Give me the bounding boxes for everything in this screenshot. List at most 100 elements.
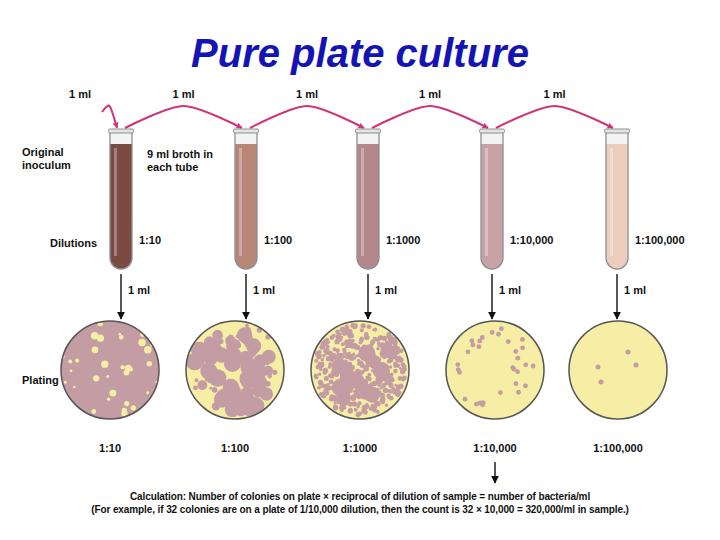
tube-shape [107, 128, 135, 274]
colony [470, 343, 475, 348]
tube-glass [235, 132, 257, 269]
colony [384, 351, 388, 355]
colony [371, 354, 376, 359]
plate-rim [186, 321, 284, 419]
tube-outline [357, 132, 379, 269]
volume-label: 1 ml [499, 284, 521, 297]
colony [513, 349, 518, 354]
colony [348, 408, 353, 413]
tube-rim [234, 129, 259, 133]
volume-label: 1 ml [282, 88, 332, 101]
colony [367, 384, 371, 388]
colony [332, 334, 336, 338]
title: Pure plate culture [0, 30, 720, 76]
colonies [455, 326, 535, 407]
colony [344, 325, 348, 329]
transfer-arrow [491, 274, 492, 319]
colony [523, 362, 528, 367]
colony [349, 357, 352, 360]
transfer-arrow [102, 106, 117, 128]
colony [402, 367, 407, 372]
colony [356, 373, 360, 377]
colony [318, 350, 322, 354]
colony [357, 362, 360, 365]
colony [390, 352, 394, 356]
dilution-label: 1:1000 [386, 234, 414, 247]
colony [193, 385, 198, 390]
colony [349, 333, 354, 338]
colony [596, 365, 601, 370]
plate-agar [186, 321, 284, 419]
colony [373, 362, 378, 367]
colony [372, 403, 377, 408]
colony [194, 362, 197, 365]
petri-plate: 1:10,000 [445, 320, 545, 462]
colony [340, 404, 346, 410]
colony [91, 332, 98, 339]
transfer-arrow [372, 106, 488, 128]
colony [320, 362, 324, 366]
plate-agar [569, 321, 667, 419]
colony [120, 365, 124, 369]
colony [314, 375, 318, 379]
colony [348, 351, 351, 354]
colony [320, 362, 324, 366]
colony [337, 400, 341, 404]
colony [510, 365, 515, 370]
colony [337, 336, 343, 342]
plate-agar [311, 321, 409, 419]
colony [272, 370, 277, 375]
transfer-arrow [616, 274, 617, 319]
colony [352, 376, 355, 379]
colony [64, 381, 67, 384]
colony [205, 375, 212, 382]
colony [92, 346, 99, 353]
colony [203, 365, 211, 373]
colony [93, 375, 99, 381]
plate-shape [60, 320, 160, 420]
colony [376, 373, 381, 378]
colony [498, 390, 503, 395]
colony [599, 380, 604, 385]
colony [353, 356, 356, 359]
colony [70, 369, 73, 372]
colony [244, 343, 248, 347]
colony [372, 394, 376, 398]
colony [101, 360, 108, 367]
tube-rim [109, 129, 134, 133]
tube-broth [235, 144, 257, 269]
dilution-label: 1:10 [139, 234, 167, 247]
colony [265, 356, 268, 359]
annotation: Plating [22, 374, 92, 387]
colony [332, 379, 349, 396]
colony [118, 333, 121, 336]
colony [107, 397, 110, 400]
colony [235, 344, 239, 348]
colony [197, 380, 207, 390]
colony [340, 327, 345, 332]
plate-agar [61, 321, 159, 419]
colony [455, 362, 460, 367]
colony [364, 332, 369, 337]
colony [129, 367, 133, 371]
colony [375, 338, 378, 341]
colony [119, 335, 123, 339]
colonies [314, 323, 407, 417]
colony [329, 386, 333, 390]
colony [380, 355, 383, 358]
colony [212, 352, 216, 356]
colony [227, 394, 230, 397]
colony [91, 409, 96, 414]
colony [334, 402, 337, 405]
colony [385, 380, 390, 385]
colony [339, 358, 342, 361]
volume-label: 1 ml [55, 88, 105, 101]
colony [378, 366, 382, 370]
colony [314, 359, 318, 363]
colony [242, 394, 246, 398]
calculation-text: Calculation: Number of colonies on plate… [10, 490, 710, 503]
colony [342, 342, 345, 345]
colony [342, 393, 347, 398]
colony [109, 390, 116, 397]
transfer-arrow [494, 462, 495, 483]
